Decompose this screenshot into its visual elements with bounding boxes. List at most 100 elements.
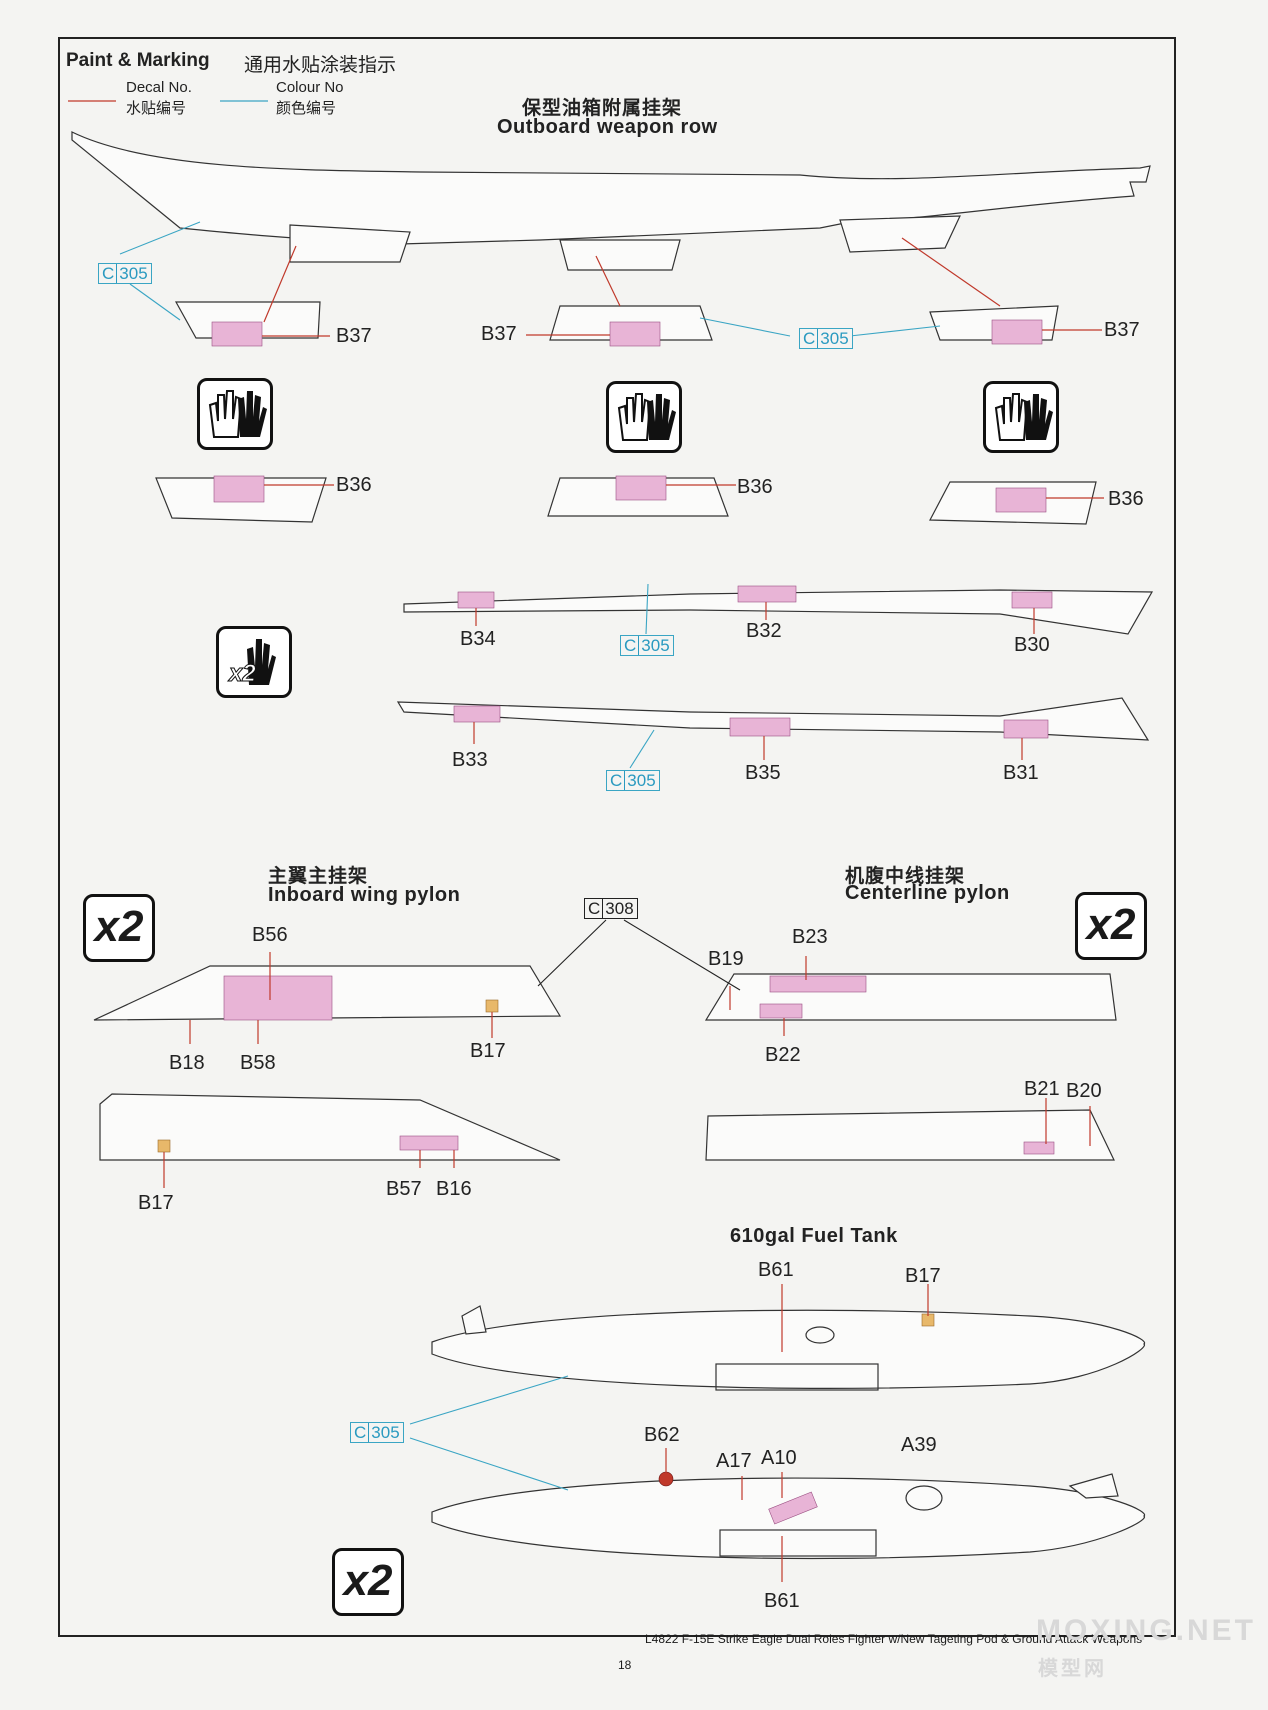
patch-b62	[658, 1471, 674, 1487]
hands-icon-graphic	[994, 393, 1053, 441]
patch-b57	[399, 1135, 459, 1151]
patch-b33	[453, 705, 501, 723]
cradle-area-upper	[715, 1363, 879, 1391]
decal-label: B19	[708, 948, 744, 970]
decal-label: B61	[764, 1590, 800, 1612]
patch-b30	[1011, 591, 1053, 609]
outboard-title-cn: 保型油箱附属挂架	[522, 98, 683, 119]
legend-colour-label-cn: 颜色编号	[276, 100, 337, 117]
decal-label: B17	[470, 1040, 506, 1062]
decal-label: B58	[240, 1052, 276, 1074]
hands-icon	[197, 378, 273, 450]
decal-label: B36	[737, 476, 773, 498]
patch-b36-left	[213, 475, 265, 503]
patch-b37-left	[211, 321, 263, 347]
paint-marking-title: Paint & Marking	[66, 50, 210, 71]
decal-label: B34	[460, 628, 496, 650]
patch-b36-right	[995, 487, 1047, 513]
patch-b37-right	[991, 319, 1043, 345]
watermark-cn: 模型网	[1038, 1658, 1107, 1680]
fuel-tank-upper	[431, 1309, 1146, 1389]
decal-label: B36	[1108, 488, 1144, 510]
leader-c305-rail-lower	[629, 729, 655, 769]
decal-label: B18	[169, 1052, 205, 1074]
kit-footer: L4822 F-15E Strike Eagle Dual Roles Figh…	[645, 1632, 1143, 1646]
hands-x2-icon: x2	[216, 626, 292, 698]
decal-label: B17	[905, 1265, 941, 1287]
decal-label: B16	[436, 1178, 472, 1200]
decal-label: A10	[761, 1447, 797, 1469]
hands-icon-graphic	[617, 393, 676, 441]
decal-label: B62	[644, 1424, 680, 1446]
decal-label: B21	[1024, 1078, 1060, 1100]
patch-b56	[223, 975, 333, 1021]
decal-label: B35	[745, 762, 781, 784]
leader-c305-rail	[119, 221, 201, 255]
decal-label: B31	[1003, 762, 1039, 784]
decal-label: B61	[758, 1259, 794, 1281]
multiplier-badge: x2	[1075, 892, 1147, 960]
rail-pylon-left	[289, 224, 411, 263]
patch-b37-mid	[609, 321, 661, 347]
multiplier-badge: x2	[332, 1548, 404, 1616]
watermark-en: MOXING.NET	[1036, 1614, 1257, 1647]
decal-label: B32	[746, 620, 782, 642]
decal-label: B22	[765, 1044, 801, 1066]
hands-icon-graphic	[208, 390, 267, 438]
outboard-title-en: Outboard weapon row	[497, 116, 718, 138]
page-frame	[58, 37, 1176, 1637]
hands-icon	[606, 381, 682, 453]
leader-c305-tank-upper	[409, 1375, 569, 1425]
centerline-title-cn: 机腹中线挂架	[845, 866, 966, 887]
rail-pylon-mid	[559, 239, 681, 271]
multiplier-badge: x2	[83, 894, 155, 962]
decal-label: B37	[1104, 319, 1140, 341]
patch-b35	[729, 717, 791, 737]
inboard-title-en: Inboard wing pylon	[268, 884, 461, 906]
decal-label: B20	[1066, 1080, 1102, 1102]
centerline-title-en: Centerline pylon	[845, 882, 1010, 904]
decal-label: A17	[716, 1450, 752, 1472]
decal-label: B37	[481, 323, 517, 345]
patch-b31	[1003, 719, 1049, 739]
rail-pylon-right	[839, 215, 961, 253]
patch-b17-inboard	[485, 999, 499, 1013]
centerline-pylon-lower	[705, 1109, 1115, 1161]
leader-c308-right	[623, 919, 741, 991]
decal-label: A39	[901, 1434, 937, 1456]
legend-decal-label-cn: 水贴编号	[126, 100, 187, 117]
cradle-area-lower	[719, 1529, 877, 1557]
paint-marking-title-cn: 通用水贴涂装指示	[244, 55, 397, 76]
patch-b23	[769, 975, 867, 993]
decal-label: B23	[792, 926, 828, 948]
leader-c305-tank-lower	[409, 1437, 569, 1491]
leader-b37-right	[901, 237, 1001, 307]
patch-a10	[768, 1491, 818, 1525]
leader-c305-right	[849, 325, 941, 337]
patch-b21	[1023, 1141, 1055, 1155]
patch-b17-lower	[157, 1139, 171, 1153]
hands-icon	[983, 381, 1059, 453]
tank-hatch-upper	[805, 1326, 835, 1344]
leader-c305-pylon	[129, 283, 181, 321]
patch-b36-mid	[615, 475, 667, 501]
legend-decal-label: Decal No.	[126, 79, 192, 96]
decal-label: B30	[1014, 634, 1050, 656]
patch-b34	[457, 591, 495, 609]
patch-a39	[905, 1485, 943, 1511]
leader-c308-left	[537, 919, 607, 987]
leader-b37-left	[263, 245, 297, 323]
decal-label: B17	[138, 1192, 174, 1214]
conformal-rail	[71, 131, 1151, 245]
leader-c305-mid	[699, 317, 791, 337]
leader-b37-mid	[595, 255, 621, 307]
hands-x2-icon-graphic: x2	[227, 639, 276, 688]
page-number: 18	[618, 1658, 632, 1672]
tank-fin-upper	[461, 1305, 487, 1335]
inboard-title-cn: 主翼主挂架	[268, 866, 369, 887]
